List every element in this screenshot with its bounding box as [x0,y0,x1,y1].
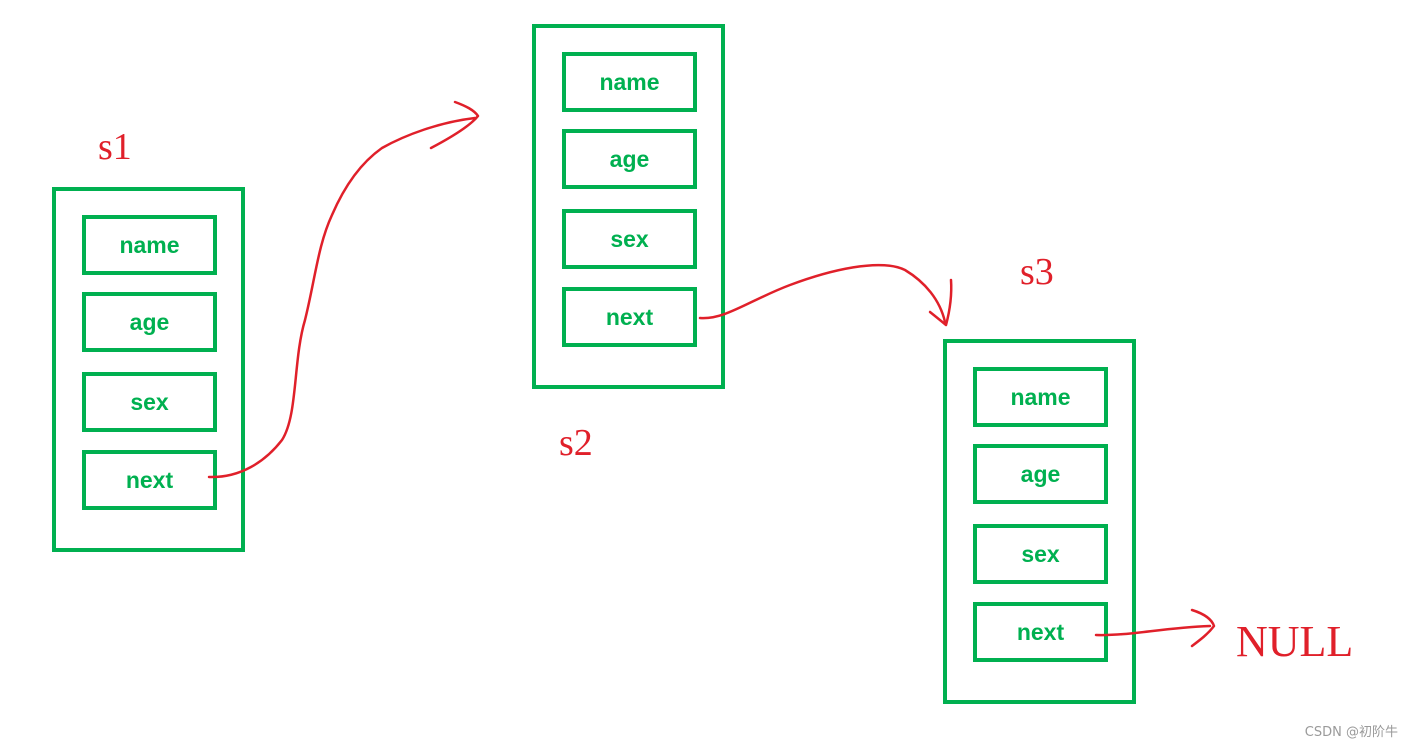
field-sex: sex [82,372,217,432]
arrowhead-s2-to-s3 [928,278,953,327]
field-age: age [562,129,697,189]
field-next: next [82,450,217,510]
null-label: NULL [1236,617,1354,666]
node-box-s1: name age sex next [52,187,245,552]
field-next: next [973,602,1108,662]
field-sex: sex [973,524,1108,584]
arrow-s1-to-s2 [207,116,477,479]
field-name: name [973,367,1108,427]
field-next: next [562,287,697,347]
field-age: age [82,292,217,352]
arrow-s3-to-null [1094,624,1212,637]
node-label-s1: s1 [98,126,132,168]
arrowhead-s1-to-s2 [429,100,480,150]
arrowhead-s3-to-null [1190,608,1216,648]
field-age: age [973,444,1108,504]
field-name: name [562,52,697,112]
node-label-s3: s3 [1020,251,1054,293]
node-label-s2: s2 [559,422,593,464]
node-box-s3: name age sex next [943,339,1136,704]
watermark: CSDN @初阶牛 [1304,725,1398,740]
arrow-s2-to-s3 [698,263,947,324]
node-box-s2: name age sex next [532,24,725,389]
field-sex: sex [562,209,697,269]
field-name: name [82,215,217,275]
